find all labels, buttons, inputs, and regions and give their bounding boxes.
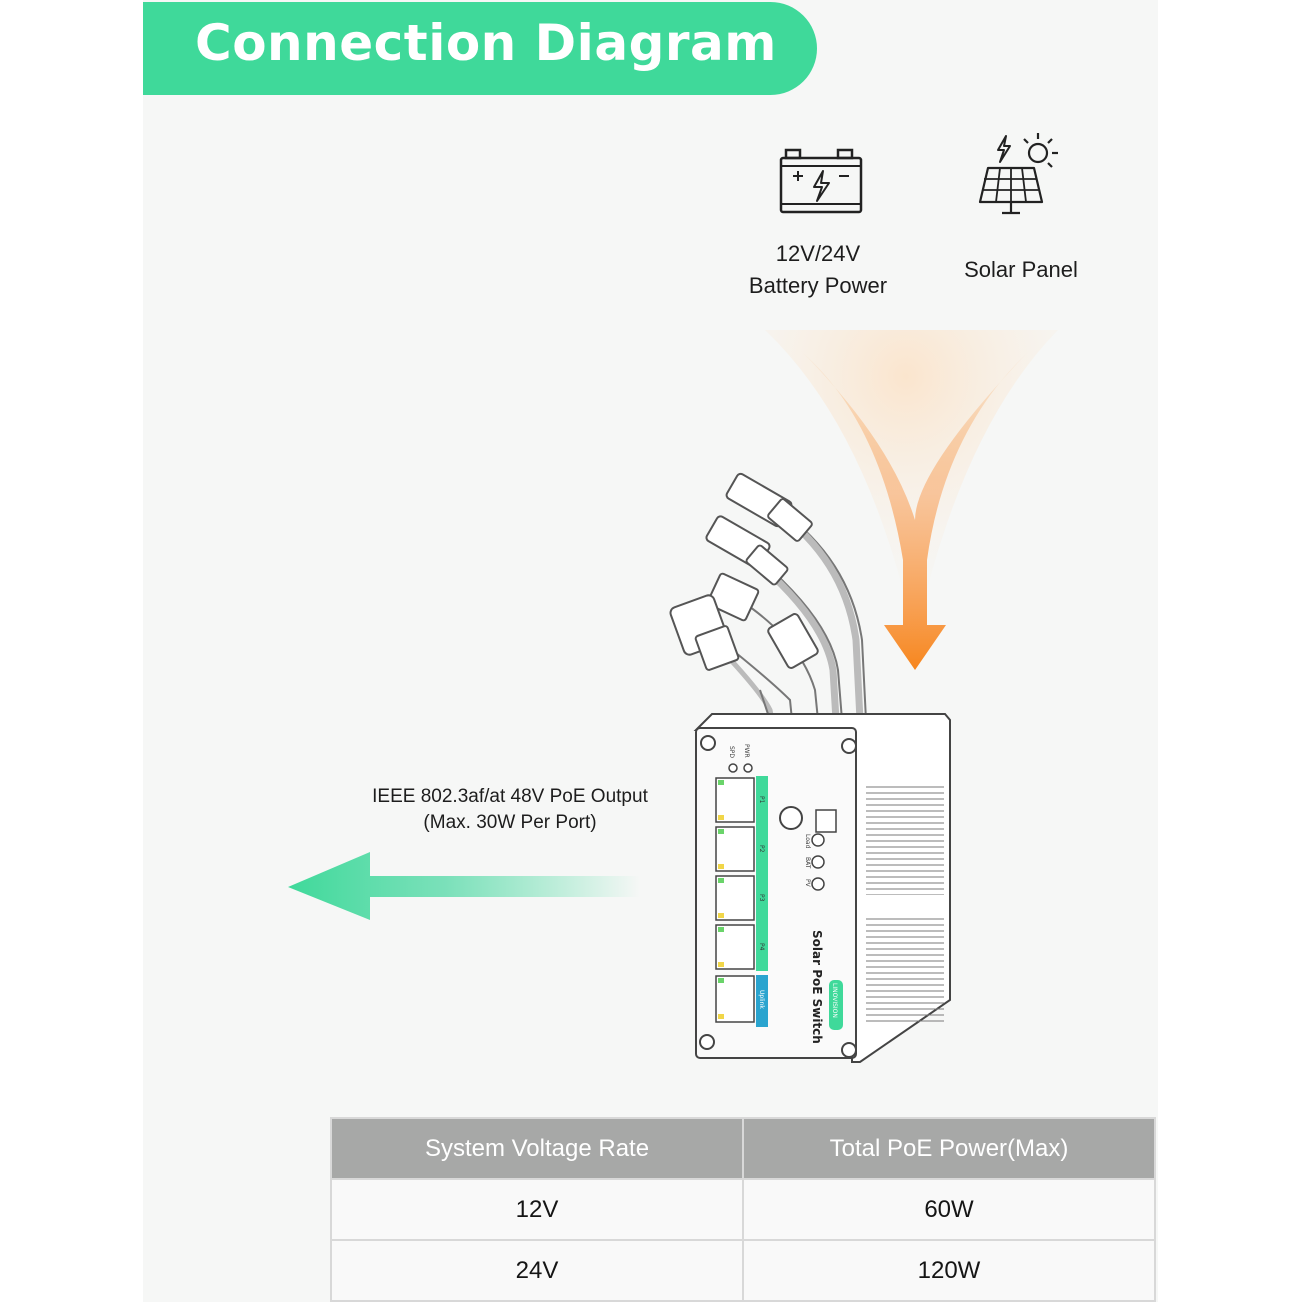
input-light-beam [765, 330, 1058, 640]
battery-power-text: Battery Power [748, 273, 888, 298]
solar-poe-switch-device [693, 713, 951, 1063]
cell-power: 60W [742, 1178, 1156, 1241]
header-total-poe-power: Total PoE Power(Max) [742, 1117, 1156, 1180]
battery-power-label: 12V/24V Battery Power [727, 238, 909, 302]
page-title: Connection Diagram [195, 14, 777, 72]
background-panel [143, 0, 1158, 1302]
status-bat-label: BAT [804, 857, 811, 869]
status-pv-label: PV [804, 879, 811, 888]
indicator-pwr-label: PWR [743, 744, 750, 758]
cable-connectors [669, 472, 819, 671]
poe-output-max-text: (Max. 30W Per Port) [423, 812, 597, 833]
battery-voltage-text: 12V/24V [775, 241, 861, 266]
title-banner: Connection Diagram [143, 2, 817, 95]
device-name-text: Solar PoE Switch [810, 930, 824, 1044]
cell-power: 120W [742, 1239, 1156, 1302]
poe-output-standard-text: IEEE 802.3af/at 48V PoE Output [372, 786, 648, 807]
table-row: 24V 120W [330, 1239, 1156, 1302]
status-load-label: Load [804, 834, 811, 849]
table-header-row: System Voltage Rate Total PoE Power(Max) [330, 1117, 1156, 1180]
solar-panel-label: Solar Panel [964, 257, 1078, 282]
solar-panel-icon [978, 133, 1058, 215]
table-row: 12V 60W [330, 1178, 1156, 1241]
port-p2-label: P2 [758, 845, 765, 853]
port-p4-label: P4 [758, 943, 765, 951]
output-arrow [288, 852, 640, 920]
poe-output-label: IEEE 802.3af/at 48V PoE Output (Max. 30W… [340, 784, 680, 836]
battery-icon [779, 148, 863, 214]
cell-voltage: 24V [330, 1239, 744, 1302]
power-spec-table: System Voltage Rate Total PoE Power(Max)… [330, 1117, 1156, 1302]
device-brand-text: LINOVISION [831, 983, 838, 1018]
indicator-spd-label: SPD [728, 746, 735, 758]
port-p1-label: P1 [758, 796, 765, 804]
cell-voltage: 12V [330, 1178, 744, 1241]
connection-scene: Solar PoE Switch LINOVISION PWR SPD Load… [288, 330, 1058, 1063]
header-system-voltage: System Voltage Rate [330, 1117, 744, 1180]
port-uplink-label: Uplink [758, 990, 765, 1009]
port-p3-label: P3 [758, 894, 765, 902]
input-arrow [800, 350, 1030, 670]
